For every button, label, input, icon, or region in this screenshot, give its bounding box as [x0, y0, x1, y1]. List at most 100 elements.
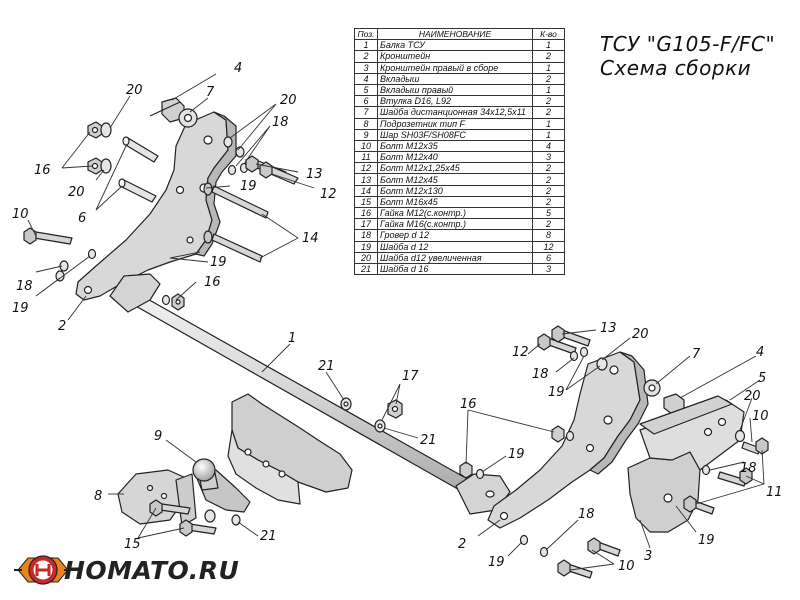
cell-quantity: 1 — [532, 117, 565, 130]
washer-right-large — [734, 429, 746, 443]
homato-logo-icon — [14, 555, 72, 585]
cell-name: Гайка М16(с.контр.) — [377, 218, 533, 231]
callout: 6 — [78, 211, 86, 226]
cell-name: Болт М16х45 — [377, 195, 533, 209]
hitch-hole — [244, 448, 252, 456]
left-bracket-assembly — [23, 97, 299, 311]
callout: 18 — [16, 279, 33, 294]
nut-16-beam — [459, 461, 473, 479]
cell-position: 21 — [354, 262, 378, 276]
callout: 1 — [288, 331, 296, 346]
cell-name: Балка ТСУ — [377, 39, 533, 52]
tow-beam — [109, 273, 511, 515]
cell-position: 9 — [354, 128, 378, 141]
cell-name: Шайба d12 увеличенная — [377, 251, 533, 264]
callout: 20 — [632, 327, 649, 342]
callout: 16 — [460, 397, 477, 412]
bolt-12-left — [259, 161, 299, 185]
cell-quantity: 2 — [532, 195, 565, 209]
cell-position: 15 — [354, 195, 378, 209]
cell-quantity: 2 — [532, 162, 565, 175]
bolt-10-left — [23, 227, 73, 245]
callout: 18 — [532, 367, 549, 382]
callout: 20 — [744, 389, 761, 404]
callout: 2 — [458, 537, 466, 552]
drawing-title: ТСУ "G105-F/FC" — [600, 32, 776, 56]
cell-quantity: 1 — [532, 83, 565, 97]
cell-name: Болт М12х1,25х45 — [377, 162, 533, 175]
washer-lower-left — [161, 294, 171, 306]
ball-washer — [204, 509, 216, 523]
socket-hole — [146, 484, 154, 492]
cell-position: 17 — [354, 218, 378, 231]
callout: 13 — [306, 167, 323, 182]
washer-small — [235, 146, 245, 158]
callout: 20 — [126, 83, 143, 98]
cell-quantity: 2 — [532, 50, 565, 63]
callout: 21 — [318, 359, 335, 374]
callout: 18 — [272, 115, 289, 130]
callout: 20 — [280, 93, 297, 108]
cell-position: 11 — [354, 151, 378, 164]
cell-position: 19 — [354, 240, 378, 253]
hitch-hole — [278, 470, 286, 478]
bolt-12-right — [537, 333, 577, 355]
callout: 18 — [578, 507, 595, 522]
callout: 19 — [548, 385, 565, 400]
washer-right — [569, 350, 579, 362]
callout: 7 — [206, 85, 215, 100]
cell-name: Шайба дистанционная 34х12,5х11 — [377, 106, 533, 119]
bolt-11-c — [683, 495, 715, 515]
sleeve-lower — [118, 178, 157, 203]
bolt-11-b — [741, 437, 769, 455]
callout: 19 — [12, 301, 29, 316]
washer-21-ball — [231, 514, 241, 526]
callout: 8 — [94, 489, 102, 504]
callout: 17 — [402, 369, 419, 384]
drawing-subtitle: Схема сборки — [600, 56, 752, 80]
cell-name: Кронштейн — [377, 50, 533, 63]
right-bracket-assembly — [459, 325, 769, 579]
cell-position: 4 — [354, 72, 378, 85]
sleeve-upper — [122, 136, 159, 163]
washer-right — [579, 346, 589, 358]
bolt-15-lower — [179, 519, 217, 537]
callout: 21 — [260, 529, 277, 544]
cell-name: Болт М12х40 — [377, 151, 533, 164]
cell-position: 16 — [354, 206, 378, 220]
right-bracket-3 — [627, 451, 701, 533]
callout: 10 — [752, 409, 769, 424]
bracket-hole — [663, 493, 673, 503]
table-header-row: Поз. НАИМЕНОВАНИЕ К-во — [354, 27, 565, 41]
callout: 13 — [600, 321, 617, 336]
cell-name: Шайба d 12 — [377, 240, 533, 253]
ball-mount-plate — [175, 473, 197, 527]
bracket-hole — [609, 365, 619, 375]
cell-position: 3 — [354, 61, 378, 74]
cell-name: Гайка М12(с.контр.) — [377, 206, 533, 220]
lock-washer-right — [701, 464, 711, 476]
cell-quantity: 2 — [532, 184, 565, 197]
washer-left — [55, 270, 65, 282]
callout: 11 — [766, 485, 783, 500]
washer-hole — [343, 401, 349, 407]
callout: 21 — [420, 433, 437, 448]
bracket-hole — [203, 135, 213, 145]
callout: 16 — [34, 163, 51, 178]
callout: 18 — [740, 461, 757, 476]
nut-left-top — [87, 121, 103, 139]
tow-ball — [192, 458, 216, 482]
spacer-washer-hole — [648, 384, 656, 392]
nut-16-lower-left — [171, 293, 185, 311]
washer-lower-right — [519, 534, 529, 546]
